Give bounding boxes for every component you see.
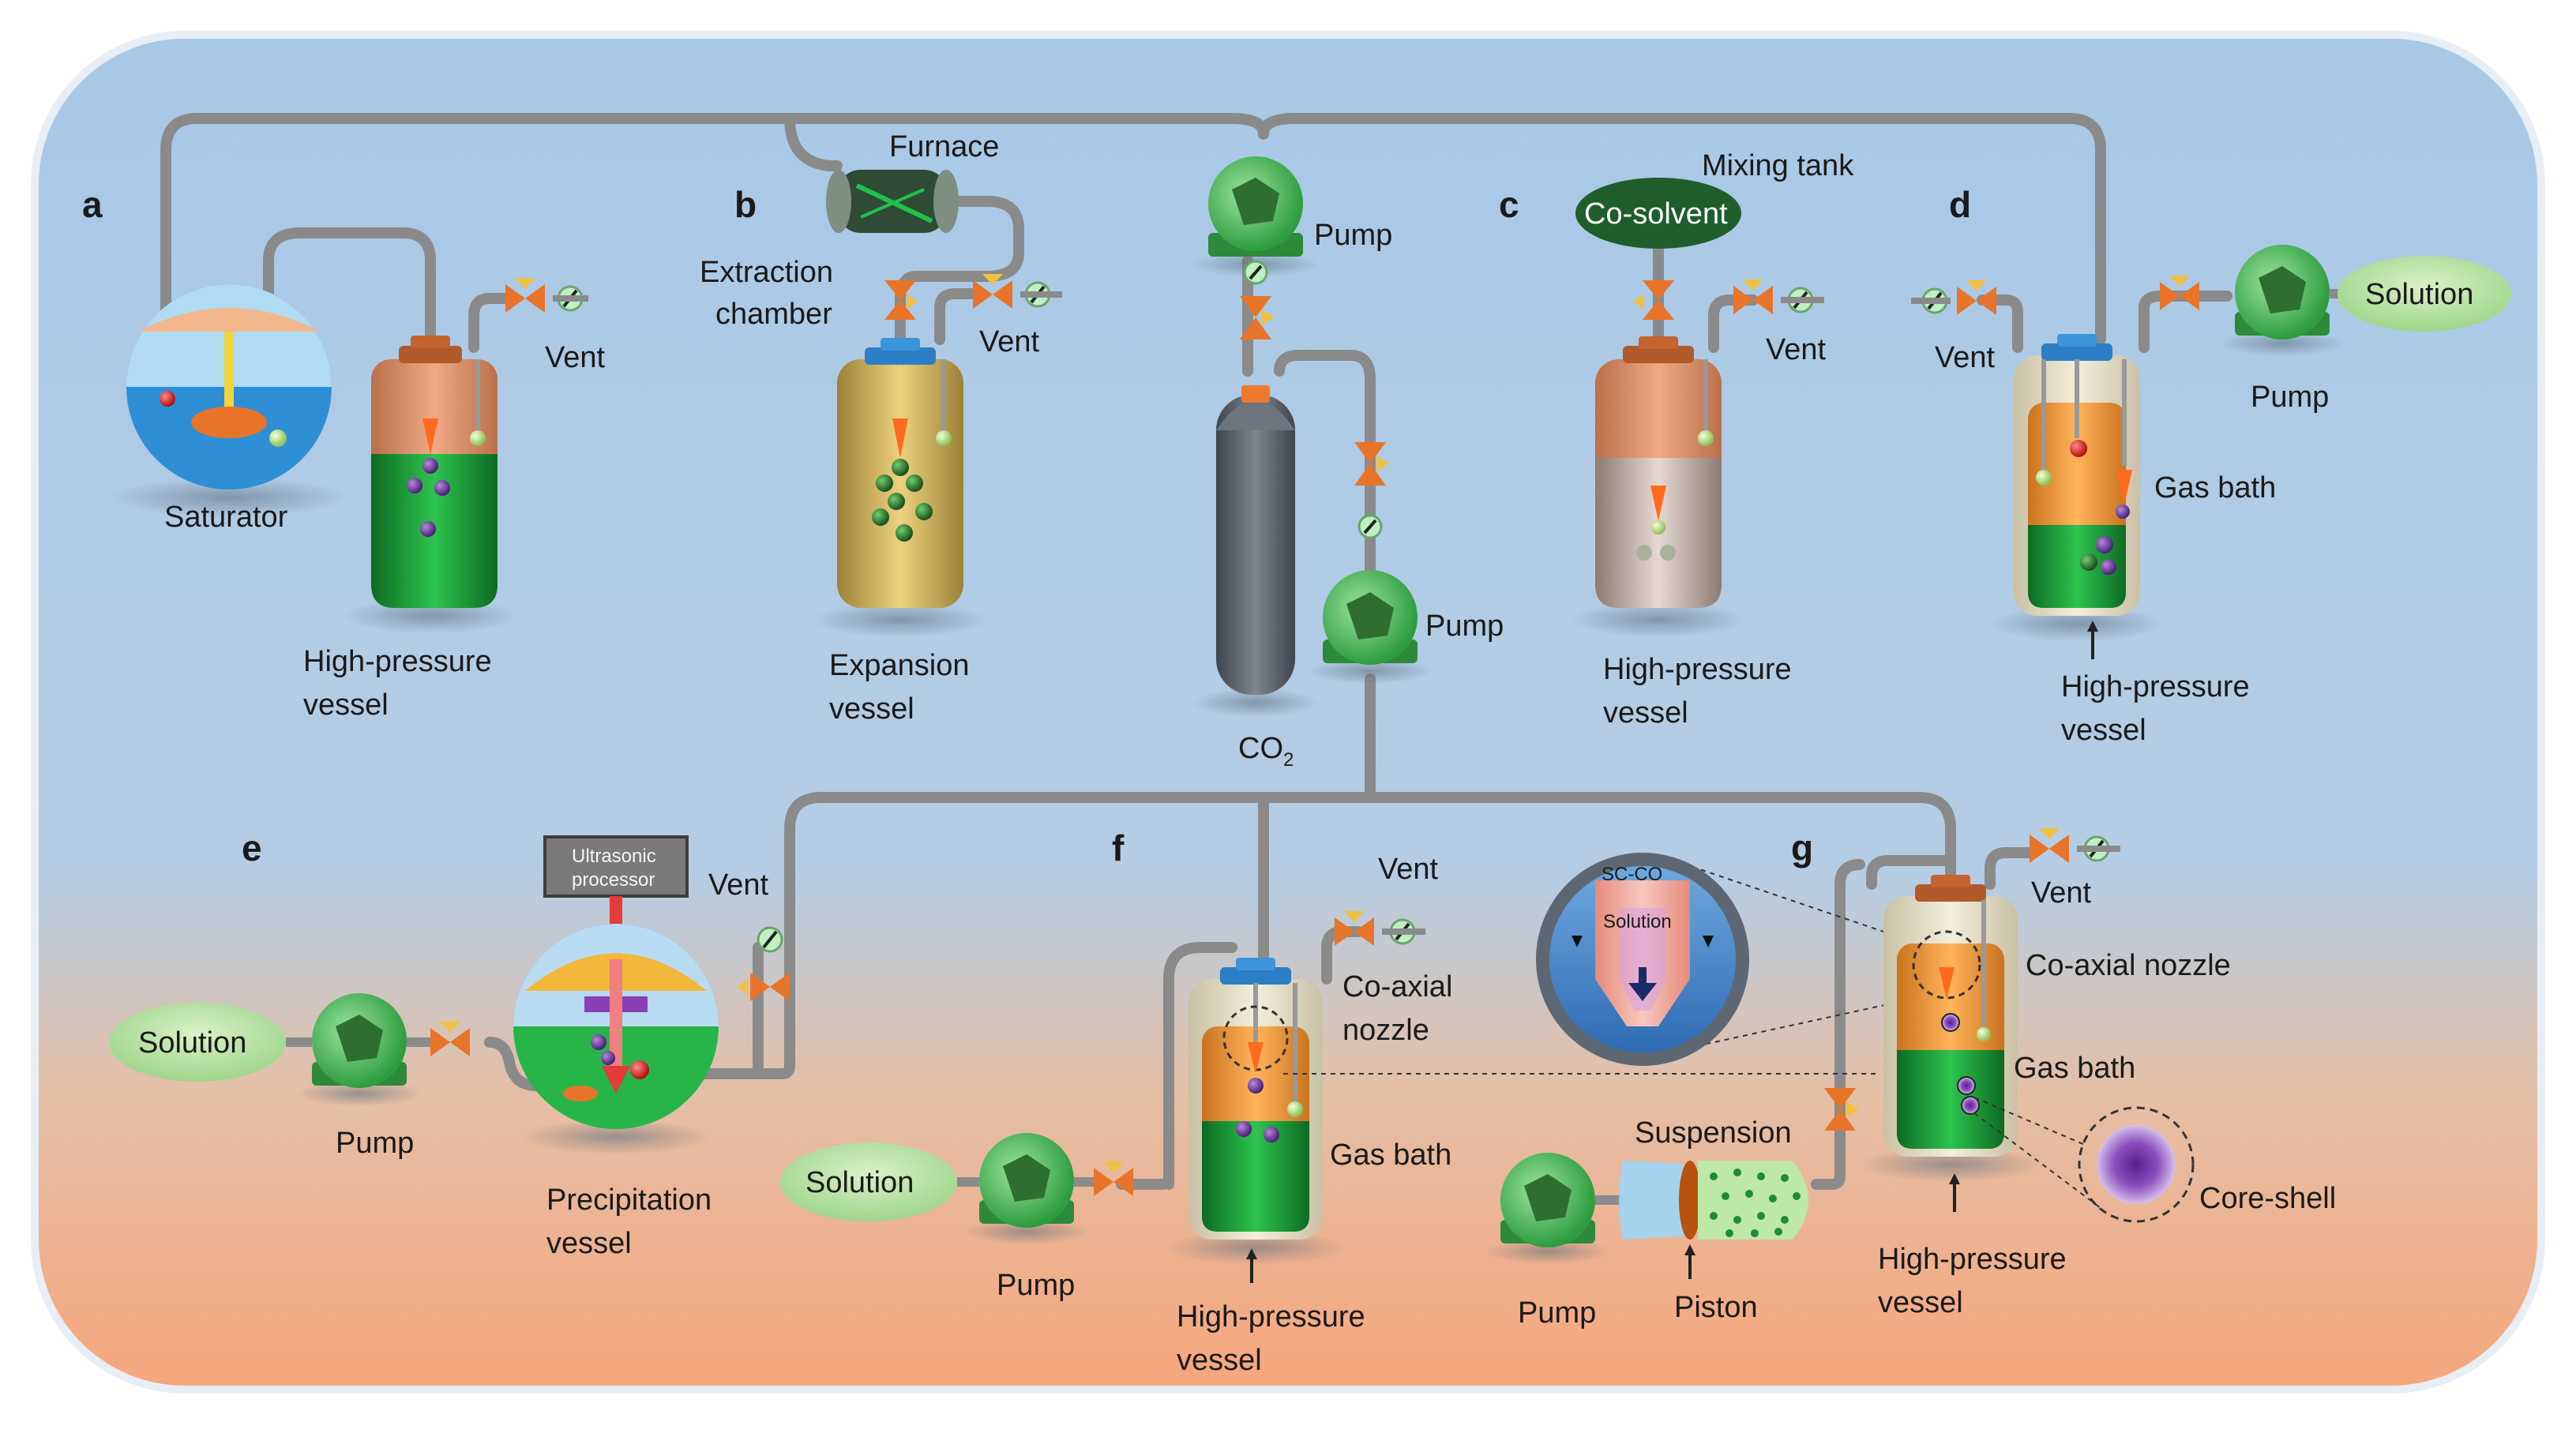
vent-label-d: Vent — [1935, 341, 1996, 374]
panel-label-d: d — [1949, 184, 1971, 225]
vent-label-f: Vent — [1378, 853, 1439, 886]
panel-e-ultrasonic-setup: Solution Pump Ultrasonic processor — [109, 835, 790, 1260]
central-co2-supply: Pump CO 2 Pump — [1192, 156, 1504, 771]
solution-label-e: Solution — [138, 1026, 246, 1060]
mixing-tank — [1575, 178, 1741, 249]
vent-valve-a — [505, 278, 588, 313]
solution-reservoir-d — [2338, 256, 2511, 332]
solution-reservoir-f — [780, 1142, 957, 1221]
nozzle-inset: SC-CO Solution — [1283, 853, 1896, 1075]
panel-g-core-shell-setup: Vent Co-axial nozzle Gas bath High-press… — [1485, 828, 2336, 1330]
precipitation-label-line1: Precipitation — [546, 1184, 712, 1217]
hpv-d-label-line1: High-pressure — [2061, 670, 2250, 703]
hpv-g-label-line1: High-pressure — [1878, 1243, 2067, 1276]
panel-label-e: e — [242, 827, 262, 868]
hpv-c-label-line1: High-pressure — [1603, 653, 1792, 686]
valve-d-right — [2160, 276, 2199, 310]
pump-label-f: Pump — [997, 1269, 1075, 1302]
vent-valve-b — [973, 274, 1062, 309]
co2-label: CO — [1238, 732, 1283, 765]
panel-label-a: a — [82, 184, 103, 225]
valve-b — [884, 280, 918, 320]
vent-valve-c — [1733, 279, 1824, 314]
vent-label-e: Vent — [708, 868, 769, 902]
gas-bath-label-g: Gas bath — [2014, 1052, 2135, 1085]
expansion-label-line1: Expansion — [829, 649, 969, 682]
vent-valve-f — [1335, 911, 1425, 946]
pump-label-d: Pump — [2251, 381, 2329, 414]
valve-center-top — [1240, 296, 1275, 339]
valve-c — [1633, 280, 1674, 320]
inset-solution-label: Solution — [1603, 911, 1672, 932]
solution-label-f: Solution — [805, 1166, 914, 1199]
piston-chamber — [1619, 1161, 1694, 1240]
suspension-label: Suspension — [1635, 1116, 1792, 1150]
hpv-d-label-line2: vessel — [2061, 714, 2146, 747]
expansion-label-line2: vessel — [829, 692, 914, 726]
ultrasonic-label-line2: processor — [572, 869, 655, 891]
vent-valve-g — [2030, 828, 2120, 863]
pump-label-top: Pump — [1314, 219, 1392, 252]
ultrasonic-processor — [543, 835, 689, 898]
core-shell-label: Core-shell — [2199, 1182, 2336, 1215]
extraction-label-line2: chamber — [715, 298, 832, 331]
hpv-c-label-line2: vessel — [1603, 696, 1688, 730]
panel-c-cosolvent-setup: Mixing tank Co-solvent High-pressure ves… — [1572, 149, 1854, 730]
panel-label-g: g — [1791, 827, 1813, 868]
valve-center-right — [1354, 442, 1389, 486]
solution-label-d: Solution — [2365, 278, 2473, 311]
vent-valve-e — [737, 926, 790, 1001]
co2-cylinder — [1216, 395, 1295, 695]
solution-reservoir-e — [109, 1003, 286, 1082]
panel-a-saturator-setup: Saturator High-pressure vessel Vent — [111, 278, 606, 722]
panel-b-furnace-setup: Furnace Extraction chamber Expansion ves… — [700, 130, 1062, 726]
gas-bath-label-d: Gas bath — [2154, 471, 2276, 505]
inset-scco2-label: SC-CO — [1602, 864, 1662, 885]
pump-label-e: Pump — [336, 1127, 414, 1160]
coaxial-g-label: Co-axial nozzle — [2026, 949, 2231, 982]
panel-letters: a b c d e f g — [82, 184, 1971, 868]
valve-g-riser — [1824, 1088, 1859, 1131]
extraction-label-line1: Extraction — [700, 256, 833, 289]
hpv-f-label-line1: High-pressure — [1177, 1300, 1365, 1334]
valve-e — [430, 1022, 470, 1056]
pump-label-g: Pump — [1518, 1296, 1596, 1330]
precipitation-label-line2: vessel — [546, 1227, 632, 1260]
expansion-vessel — [837, 359, 963, 608]
ultrasonic-label-line1: Ultrasonic — [572, 846, 656, 867]
suspension-chamber — [1698, 1161, 1808, 1240]
panel-label-b: b — [734, 184, 757, 225]
piston — [1679, 1161, 1701, 1240]
furnace-label: Furnace — [889, 130, 999, 163]
pump-label-co2: Pump — [1425, 610, 1504, 643]
vent-label-b: Vent — [979, 325, 1040, 358]
panel-label-c: c — [1499, 184, 1519, 225]
co2-label-subscript: 2 — [1283, 749, 1294, 771]
vent-label-c: Vent — [1766, 333, 1827, 366]
core-shell-particle — [2097, 1125, 2176, 1204]
hpv-a-label-line2: vessel — [303, 688, 389, 722]
panel-f-coaxial-setup: Solution Pump Co-axial nozzle Gas bath — [780, 853, 1452, 1377]
vent-label-a: Vent — [545, 341, 606, 374]
piston-label: Piston — [1674, 1291, 1758, 1324]
coaxial-f-label-line2: nozzle — [1342, 1014, 1429, 1047]
gas-bath-label-f: Gas bath — [1330, 1139, 1451, 1172]
hpv-g-label-line2: vessel — [1878, 1286, 1963, 1319]
co-solvent-label: Co-solvent — [1584, 197, 1728, 231]
valve-f — [1094, 1161, 1133, 1196]
vent-label-g: Vent — [2031, 876, 2092, 910]
mixing-tank-label: Mixing tank — [1702, 149, 1854, 182]
panel-label-f: f — [1112, 827, 1125, 868]
saturator-label: Saturator — [164, 501, 288, 534]
coaxial-f-label-line1: Co-axial — [1342, 970, 1452, 1003]
hpv-a-label-line1: High-pressure — [303, 645, 492, 678]
vent-valve-d — [1911, 280, 1996, 315]
hpv-f-label-line2: vessel — [1177, 1344, 1262, 1377]
panel-d-gas-bath-setup: Vent Gas bath High-pressure vessel Pum — [1911, 245, 2511, 747]
saturator-stirrer — [191, 407, 267, 438]
